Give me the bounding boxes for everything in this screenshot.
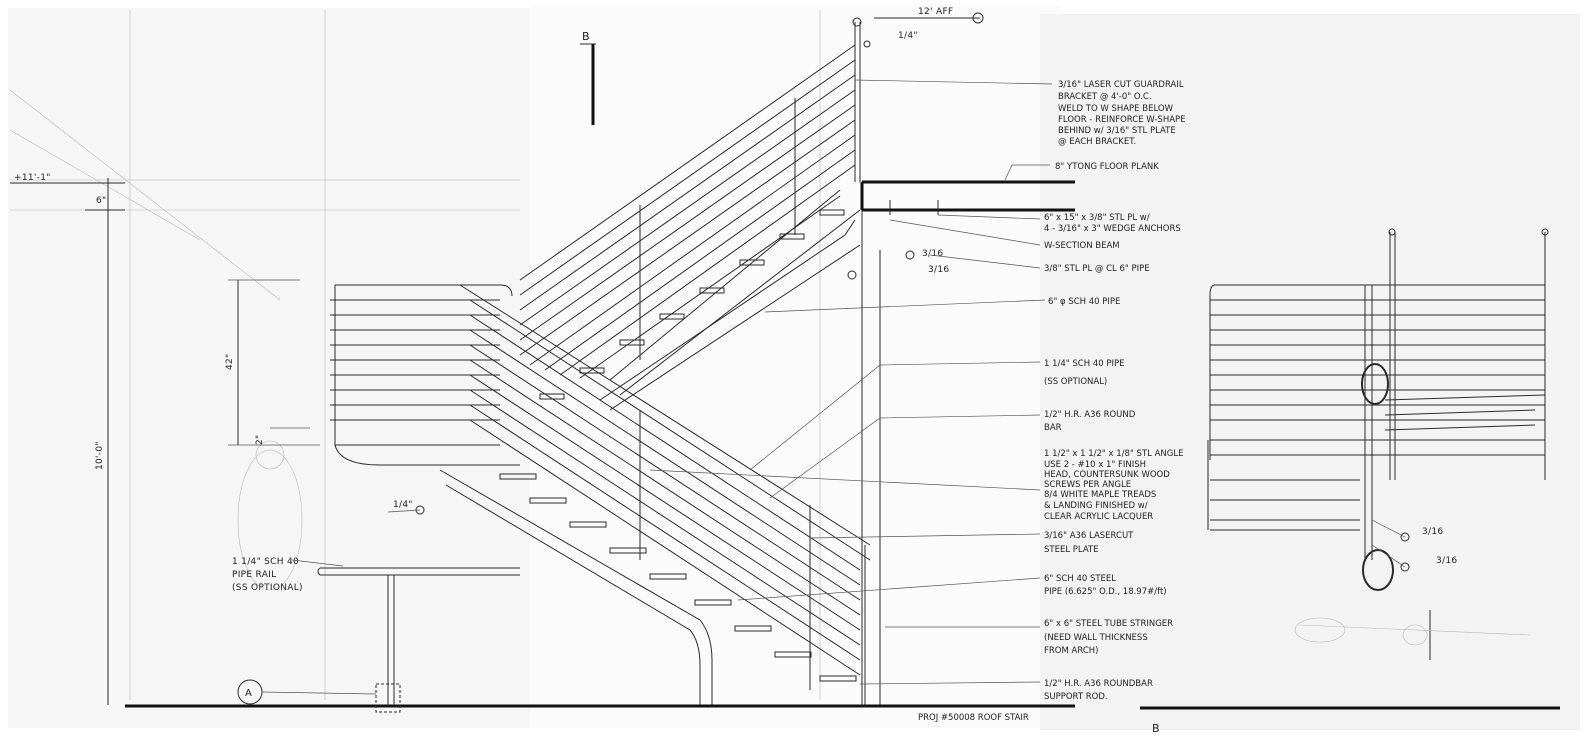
angle-note-4: SCREWS PER ANGLE	[1044, 480, 1131, 490]
steel-pipe-note-1: 6" SCH 40 STEEL	[1044, 574, 1116, 584]
right-weld-lower: 3/16	[1436, 556, 1457, 566]
lower-treads	[499, 473, 857, 682]
right-panel	[1040, 14, 1580, 730]
elevation-mark-label: +11'-1"	[14, 173, 51, 183]
small-rail-dim-label: 2"	[255, 435, 265, 445]
center-pipe-column	[861, 210, 881, 706]
stl-plate-note-1: 6" x 15" x 3/8" STL PL w/	[1044, 213, 1150, 223]
guardrail-note-1: 3/16" LASER CUT GUARDRAIL	[1058, 80, 1184, 90]
tube-note-3: FROM ARCH)	[1044, 646, 1098, 656]
lasercut-note-2: STEEL PLATE	[1044, 545, 1099, 555]
section-marker-right: B	[1152, 722, 1160, 735]
pipe-rail-callout-line3: (SS OPTIONAL)	[232, 583, 303, 593]
overall-height-label: 10'-0"	[95, 441, 105, 470]
guardrail-post	[852, 17, 871, 182]
weld-icon-mid-upper	[905, 250, 915, 260]
guardrail-note-6: @ EACH BRACKET.	[1058, 137, 1136, 147]
support-rod-note-2: SUPPORT ROD.	[1044, 692, 1108, 702]
weld-icon-mid-lower	[847, 270, 857, 280]
section-marker-mid: B	[582, 30, 590, 43]
upper-flight-guardrail	[519, 44, 861, 396]
rail-height-label: 42"	[225, 354, 235, 371]
round-bar-note-1: 1/2" H.R. A36 ROUND	[1044, 410, 1136, 420]
lower-flight-guardrail	[459, 284, 871, 705]
landing-guardrail	[330, 284, 520, 466]
callout-notes: 3/16" LASER CUT GUARDRAIL BRACKET @ 4'-0…	[1044, 80, 1186, 702]
pipe-rail-callout-line1: 1 1/4" SCH 40	[232, 557, 299, 567]
support-rod-note-1: 1/2" H.R. A36 ROUNDBAR	[1044, 679, 1153, 689]
angle-note-3: HEAD, COUNTERSUNK WOOD	[1044, 470, 1170, 480]
leader-lines	[649, 79, 1053, 685]
top-weld-label: 1/4"	[898, 31, 918, 41]
guardrail-note-3: WELD TO W SHAPE BELOW	[1058, 104, 1174, 114]
tube-note-2: (NEED WALL THICKNESS	[1044, 633, 1148, 643]
small-dim-label: 6"	[96, 196, 106, 206]
right-section-view	[1207, 228, 1549, 660]
upper-floor-slab	[860, 180, 1075, 215]
left-panel	[8, 8, 538, 728]
left-dimensions: +11'-1" 6" 10'-0" 42" 2"	[10, 173, 320, 705]
mid-weld-lower: 3/16	[928, 265, 949, 275]
w-section-note: W-SECTION BEAM	[1044, 241, 1120, 251]
pipe-6-note: 6" φ SCH 40 PIPE	[1048, 297, 1120, 307]
right-weld-upper: 3/16	[1422, 527, 1443, 537]
tube-note-1: 6" x 6" STEEL TUBE STRINGER	[1044, 619, 1173, 629]
floor-plank-note: 8" YTONG FLOOR PLANK	[1055, 162, 1159, 172]
mid-weld-upper: 3/16	[922, 249, 943, 259]
lasercut-note-1: 3/16" A36 LASERCUT	[1044, 531, 1134, 541]
treads-note-3: CLEAR ACRYLIC LACQUER	[1044, 512, 1153, 522]
left-pipe-rail	[317, 567, 520, 713]
guardrail-note-2: BRACKET @ 4'-0" O.C.	[1058, 92, 1152, 102]
round-bar-note-2: BAR	[1044, 423, 1062, 433]
weld-label: 1/4"	[393, 500, 413, 510]
stl-plate-note-2: 4 - 3/16" x 3" WEDGE ANCHORS	[1044, 224, 1181, 234]
steel-pipe-note-2: PIPE (6.625" O.D., 18.97#/ft)	[1044, 587, 1167, 597]
stringer	[439, 219, 861, 705]
pipe-plate-note: 3/8" STL PL @ CL 6" PIPE	[1044, 264, 1150, 274]
guardrail-note-5: BEHIND w/ 3/16" STL PLATE	[1058, 126, 1176, 136]
angle-note-1: 1 1/2" x 1 1/2" x 1/8" STL ANGLE	[1044, 449, 1183, 459]
angle-note-2: USE 2 - #10 x 1" FINISH	[1044, 460, 1146, 470]
top-elevation-label: 12' AFF	[918, 7, 953, 17]
pipe-114-note-1: 1 1/4" SCH 40 PIPE	[1044, 359, 1124, 369]
guardrail-note-4: FLOOR - REINFORCE W-SHAPE	[1058, 115, 1186, 125]
pipe-rail-callout-line2: PIPE RAIL	[232, 570, 276, 580]
pipe-114-note-2: (SS OPTIONAL)	[1044, 377, 1107, 387]
section-marker-left: A	[245, 688, 252, 699]
treads-note-2: & LANDING FINISHED w/	[1044, 501, 1148, 511]
treads-note-1: 8/4 WHITE MAPLE TREADS	[1044, 490, 1156, 500]
title-block: PROJ #50008 ROOF STAIR	[918, 713, 1029, 723]
target-icon	[972, 12, 984, 24]
